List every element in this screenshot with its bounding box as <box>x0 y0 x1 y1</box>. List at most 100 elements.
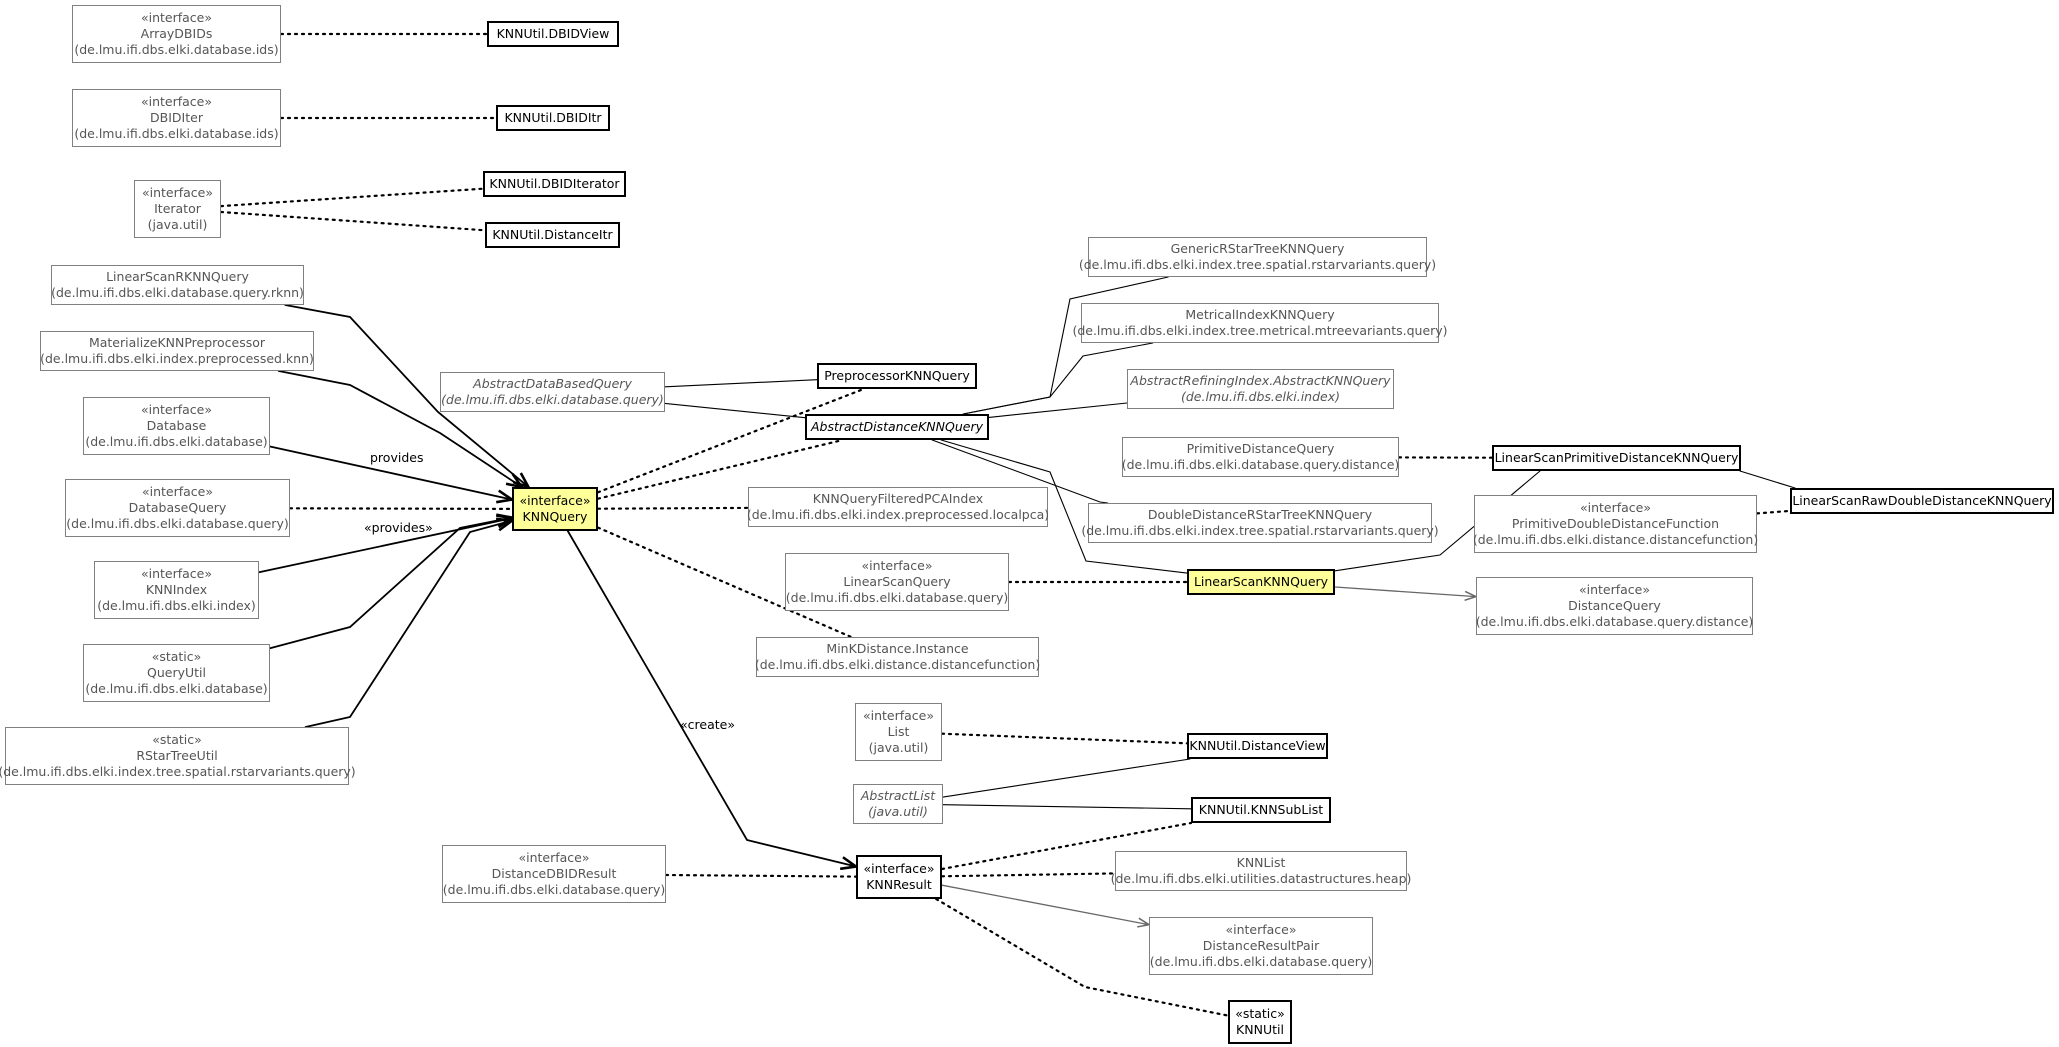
class-name: DatabaseQuery <box>128 500 227 515</box>
package-name: (de.lmu.ifi.dbs.elki.database.query) <box>442 882 666 897</box>
stereotype: «interface» <box>140 566 213 581</box>
edge-iterator-to-dbiditerator <box>219 187 485 208</box>
class-name: DistanceQuery <box>1568 598 1661 613</box>
class-name: AbstractRefiningIndex.AbstractKNNQuery <box>1130 373 1391 388</box>
package-name: (de.lmu.ifi.dbs.elki.database.ids) <box>74 42 279 57</box>
package-name: (de.lmu.ifi.dbs.elki.database.query.dist… <box>1475 614 1754 629</box>
class-name: List <box>887 724 910 739</box>
class-box-knnqueryfiltered[interactable]: KNNQueryFilteredPCAIndex(de.lmu.ifi.dbs.… <box>746 487 1050 527</box>
class-box-abstractlist[interactable]: AbstractList(java.util) <box>853 784 943 824</box>
class-box-primitivedistancequery[interactable]: PrimitiveDistanceQuery(de.lmu.ifi.dbs.el… <box>1122 437 1399 477</box>
class-box-genericrstar[interactable]: GenericRStarTreeKNNQuery(de.lmu.ifi.dbs.… <box>1079 237 1436 277</box>
class-box-linearscanprimitive: LinearScanPrimitiveDistanceKNNQuery <box>1492 445 1741 471</box>
package-name: (de.lmu.ifi.dbs.elki.index.tree.spatial.… <box>1081 523 1439 538</box>
class-box-materialize[interactable]: MaterializeKNNPreprocessor(de.lmu.ifi.db… <box>40 331 314 371</box>
edge-knnquery-to-preprocessorknn <box>596 387 865 494</box>
class-box-dbiditerator: KNNUtil.DBIDIterator <box>483 171 626 197</box>
stereotype: «interface» <box>1579 500 1652 515</box>
class-box-dbiditer[interactable]: «interface»DBIDIter(de.lmu.ifi.dbs.elki.… <box>72 89 281 147</box>
class-name: DistanceResultPair <box>1202 938 1320 953</box>
package-name: (de.lmu.ifi.dbs.elki.index) <box>97 598 256 613</box>
stereotype: «interface» <box>862 708 935 723</box>
class-box-metricalindex[interactable]: MetricalIndexKNNQuery(de.lmu.ifi.dbs.elk… <box>1072 303 1448 343</box>
class-box-knnindex[interactable]: «interface»KNNIndex(de.lmu.ifi.dbs.elki.… <box>94 561 259 619</box>
class-name: KNNUtil.DistanceItr <box>492 227 613 242</box>
class-name: KNNIndex <box>145 582 208 597</box>
class-box-databasequery[interactable]: «interface»DatabaseQuery(de.lmu.ifi.dbs.… <box>65 479 290 537</box>
class-box-doubledistancerstar[interactable]: DoubleDistanceRStarTreeKNNQuery(de.lmu.i… <box>1081 503 1439 543</box>
package-name: (de.lmu.ifi.dbs.elki.database.query) <box>441 392 664 407</box>
class-box-queryutil[interactable]: «static»QueryUtil(de.lmu.ifi.dbs.elki.da… <box>83 644 270 702</box>
package-name: (de.lmu.ifi.dbs.elki.index.tree.spatial.… <box>1078 257 1437 272</box>
package-name: (de.lmu.ifi.dbs.elki.index) <box>1180 389 1341 404</box>
class-box-abstractdatabased[interactable]: AbstractDataBasedQuery(de.lmu.ifi.dbs.el… <box>440 372 665 412</box>
class-box-rstartreeutil[interactable]: «static»RStarTreeUtil(de.lmu.ifi.dbs.elk… <box>0 727 356 785</box>
stereotype: «interface» <box>141 185 214 200</box>
class-name: ArrayDBIDs <box>140 26 213 41</box>
class-name: DistanceDBIDResult <box>491 866 617 881</box>
package-name: (de.lmu.ifi.dbs.elki.database) <box>85 681 268 696</box>
package-name: (java.util) <box>147 217 208 232</box>
stereotype: «interface» <box>1225 922 1297 937</box>
edge-knnresult-to-knnsublist <box>940 821 1193 871</box>
class-name: MetricalIndexKNNQuery <box>1185 307 1335 322</box>
package-name: (de.lmu.ifi.dbs.elki.database.query) <box>66 516 289 531</box>
class-box-dbidview: KNNUtil.DBIDView <box>487 21 619 47</box>
class-box-abstractrefining[interactable]: AbstractRefiningIndex.AbstractKNNQuery(d… <box>1127 369 1394 409</box>
package-name: (de.lmu.ifi.dbs.elki.database.query.dist… <box>1121 457 1400 472</box>
class-box-linearscanknn: LinearScanKNNQuery <box>1187 569 1335 595</box>
edge-abstractdistanceknn-to-linearscanknn <box>940 439 1188 574</box>
class-name: KNNUtil.KNNSubList <box>1198 802 1324 817</box>
stereotype: «static» <box>152 732 202 747</box>
class-box-primitivedoubledistfn[interactable]: «interface»PrimitiveDoubleDistanceFuncti… <box>1472 495 1759 553</box>
class-box-knnquery: «interface»KNNQuery <box>512 487 598 531</box>
class-name: AbstractDistanceKNNQuery <box>810 419 983 434</box>
class-box-list[interactable]: «interface»List(java.util) <box>855 703 942 761</box>
class-name: KNNUtil.DistanceView <box>1189 738 1326 753</box>
class-box-linearscanrknn[interactable]: LinearScanRKNNQuery(de.lmu.ifi.dbs.elki.… <box>51 265 304 305</box>
package-name: (java.util) <box>868 740 929 755</box>
class-name: Database <box>146 418 207 433</box>
edge-abstractdistanceknn-to-abstractrefining <box>988 402 1128 418</box>
class-box-iterator[interactable]: «interface»Iterator(java.util) <box>134 180 221 238</box>
class-box-linearscanquery[interactable]: «interface»LinearScanQuery(de.lmu.ifi.db… <box>785 553 1009 611</box>
class-name: KNNQueryFilteredPCAIndex <box>812 491 984 506</box>
class-name: KNNQuery <box>522 509 588 524</box>
class-name: KNNList <box>1236 855 1286 870</box>
class-box-distanceresultpair[interactable]: «interface»DistanceResultPair(de.lmu.ifi… <box>1149 917 1373 975</box>
class-name: RStarTreeUtil <box>136 748 218 763</box>
edge-primitivedoubledistfn-to-linearscanraw <box>1755 509 1792 515</box>
class-box-minkdistance[interactable]: MinKDistance.Instance(de.lmu.ifi.dbs.elk… <box>755 637 1040 677</box>
class-box-database[interactable]: «interface»Database(de.lmu.ifi.dbs.elki.… <box>83 397 270 455</box>
class-box-knnsublist: KNNUtil.KNNSubList <box>1191 797 1331 823</box>
class-name: LinearScanRKNNQuery <box>106 269 249 284</box>
stereotype: «interface» <box>519 493 591 508</box>
class-name: LinearScanRawDoubleDistanceKNNQuery <box>1792 493 2052 508</box>
package-name: (de.lmu.ifi.dbs.elki.database) <box>85 434 268 449</box>
class-box-arraydbids[interactable]: «interface»ArrayDBIDs(de.lmu.ifi.dbs.elk… <box>72 5 281 63</box>
class-box-knnutil: «static»KNNUtil <box>1228 1000 1292 1044</box>
class-name: DBIDIter <box>150 110 203 125</box>
package-name: (de.lmu.ifi.dbs.elki.distance.distancefu… <box>1472 532 1759 547</box>
class-box-distancedbidresult[interactable]: «interface»DistanceDBIDResult(de.lmu.ifi… <box>442 845 666 903</box>
class-box-linearscanraw: LinearScanRawDoubleDistanceKNNQuery <box>1790 488 2054 514</box>
class-box-distanceitr: KNNUtil.DistanceItr <box>485 222 620 248</box>
package-name: (de.lmu.ifi.dbs.elki.database.query) <box>785 590 1009 605</box>
edge-knnresult-to-knnlist <box>940 872 1117 878</box>
class-name: PreprocessorKNNQuery <box>824 368 970 383</box>
stereotype: «interface» <box>1578 582 1651 597</box>
class-box-dbiditr: KNNUtil.DBIDItr <box>496 105 610 131</box>
edge-label: «provides» <box>364 520 433 535</box>
package-name: (de.lmu.ifi.dbs.elki.index.preprocessed.… <box>746 507 1050 522</box>
edge-list-to-distanceview <box>940 732 1189 745</box>
edge-databasequery-to-knnquery <box>288 507 514 510</box>
edge-label: provides <box>370 450 424 465</box>
package-name: (de.lmu.ifi.dbs.elki.index.tree.spatial.… <box>0 764 356 779</box>
class-box-distancequery[interactable]: «interface»DistanceQuery(de.lmu.ifi.dbs.… <box>1476 577 1753 635</box>
class-name: KNNUtil <box>1236 1022 1284 1037</box>
package-name: (de.lmu.ifi.dbs.elki.database.query.rknn… <box>51 285 304 300</box>
class-name: MaterializeKNNPreprocessor <box>88 335 266 350</box>
class-box-knnlist[interactable]: KNNList(de.lmu.ifi.dbs.elki.utilities.da… <box>1111 851 1411 891</box>
edge-label: «create» <box>680 717 735 732</box>
